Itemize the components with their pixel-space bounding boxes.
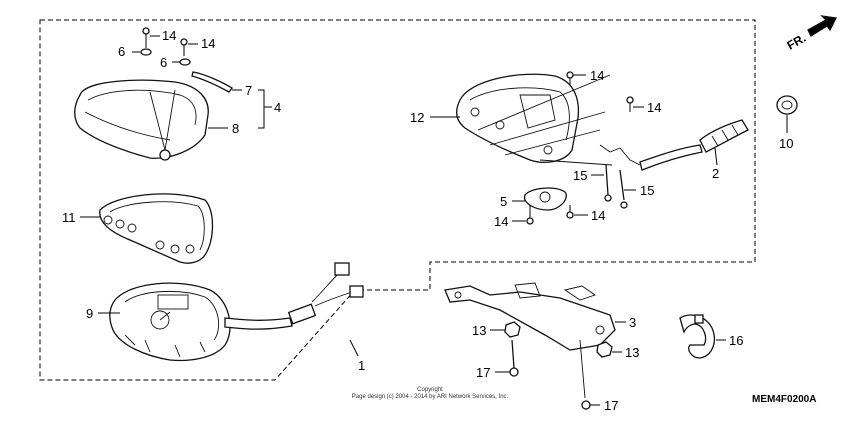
callout-15: 15 (573, 168, 587, 183)
washer-6-left[interactable] (140, 48, 152, 56)
screw-14-left[interactable] (142, 27, 150, 48)
callout-16: 16 (729, 333, 743, 348)
screw-14-lower-left[interactable] (526, 205, 534, 225)
callout-17: 17 (476, 365, 490, 380)
meter-stay[interactable] (444, 282, 616, 351)
rubber-strip-7[interactable] (191, 71, 233, 93)
callout-14: 14 (201, 36, 215, 51)
callout-7: 7 (245, 83, 252, 98)
callout-13: 13 (472, 323, 486, 338)
callout-4: 4 (274, 100, 281, 115)
meter-lens[interactable] (99, 193, 214, 264)
callout-12: 12 (410, 110, 424, 125)
leader-lines (80, 35, 788, 406)
nut-13-left[interactable] (504, 321, 521, 338)
diagram-code: MEM4F0200A (752, 394, 817, 405)
band-16[interactable] (679, 314, 715, 359)
speedometer-cable[interactable] (599, 119, 749, 171)
callout-15: 15 (640, 183, 654, 198)
copyright-notice: Copyright Page design (c) 2004 - 2014 by… (300, 387, 560, 401)
callout-14: 14 (494, 214, 508, 229)
screw-14-lower-right[interactable] (566, 205, 574, 219)
direction-label: FR. (785, 31, 809, 53)
nut-13-right[interactable] (596, 341, 613, 358)
callout-5: 5 (500, 194, 507, 209)
copyright-line-2: Page design (c) 2004 - 2014 by ARI Netwo… (351, 394, 509, 400)
callout-10: 10 (779, 136, 793, 151)
callout-17: 17 (604, 398, 618, 413)
callout-14: 14 (647, 100, 661, 115)
callout-13: 13 (625, 345, 639, 360)
bolt-17-right[interactable] (579, 339, 591, 410)
callout-labels: 14 6 14 6 7 4 8 11 9 1 12 14 14 15 15 5 … (62, 28, 808, 413)
callout-14: 14 (591, 208, 605, 223)
speedometer-unit[interactable] (109, 262, 364, 362)
callout-11: 11 (62, 210, 76, 225)
bolt-15-right[interactable] (619, 169, 628, 209)
washer-6-right[interactable] (179, 58, 191, 66)
bolt-15-left[interactable] (604, 164, 612, 202)
screw-14-mid[interactable] (626, 96, 634, 112)
callout-8: 8 (232, 121, 239, 136)
callout-2: 2 (712, 166, 719, 181)
callout-3: 3 (629, 315, 636, 330)
callout-6: 6 (118, 44, 125, 59)
front-direction-arrow (807, 15, 837, 37)
copyright-line-1: Copyright (417, 387, 443, 393)
callout-6: 6 (160, 55, 167, 70)
meter-case[interactable] (456, 73, 580, 163)
assembly-boundary (39, 19, 756, 381)
callout-9: 9 (86, 306, 93, 321)
bolt-17-left[interactable] (509, 339, 519, 377)
meter-cover[interactable] (74, 79, 209, 161)
mounting-plate[interactable] (523, 187, 567, 211)
callout-1: 1 (358, 358, 365, 373)
callout-14: 14 (162, 28, 176, 43)
screw-14-right[interactable] (180, 38, 188, 56)
grommet[interactable] (776, 95, 798, 115)
callout-14: 14 (590, 68, 604, 83)
